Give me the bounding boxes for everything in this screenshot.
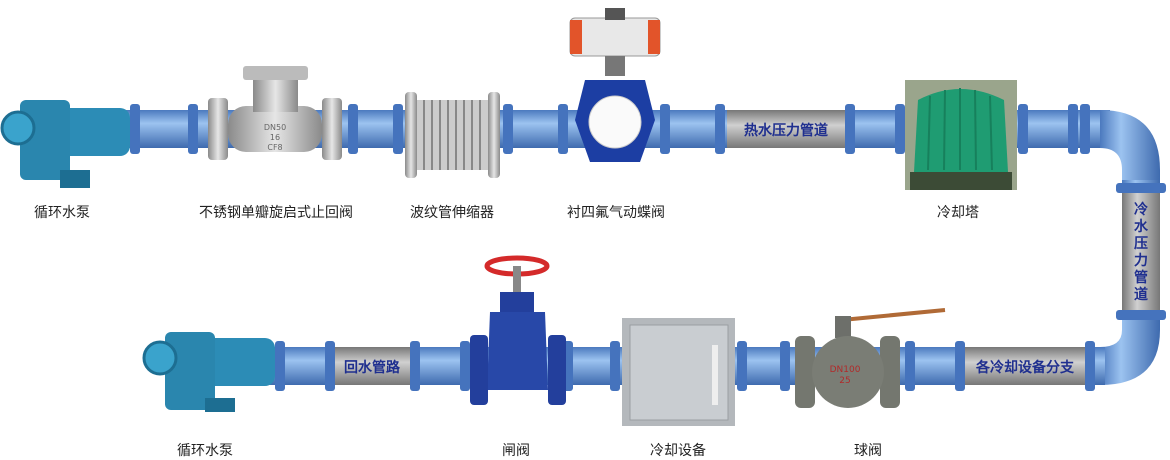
- branch-pipe-band: [965, 347, 1085, 385]
- butterfly-valve-caption: 衬四氟气动蝶阀: [567, 205, 665, 221]
- pneumatic-butterfly-valve-icon: [569, 8, 661, 162]
- ball-valve-icon: DN100 25: [795, 308, 946, 408]
- return-pipe-band: [335, 347, 410, 385]
- gate-valve-icon: [470, 255, 566, 405]
- bellows-caption: 波纹管伸缩器: [410, 205, 494, 221]
- elbow-bottom: [1100, 320, 1160, 385]
- gate-valve-caption: 闸阀: [502, 443, 530, 459]
- cooling-equipment-icon: [622, 318, 735, 426]
- svg-text:16: 16: [270, 133, 280, 142]
- hot-water-pipe-band: [727, 110, 845, 148]
- cooling-tower-icon: [905, 80, 1017, 190]
- svg-text:管: 管: [1134, 269, 1148, 286]
- return-pipe-label: 回水管路: [344, 359, 401, 376]
- bellows-expansion-joint-icon: [405, 92, 500, 178]
- pump-top-caption: 循环水泵: [34, 205, 90, 221]
- pump-bottom-caption: 循环水泵: [177, 443, 233, 459]
- cooling-equipment-caption: 冷却设备: [650, 443, 706, 459]
- svg-text:DN100: DN100: [830, 365, 861, 375]
- cooling-tower-caption: 冷却塔: [937, 205, 979, 221]
- elbow-top: [1100, 110, 1160, 180]
- flanges: [130, 104, 1166, 391]
- check-valve-caption: 不锈钢单瓣旋启式止回阀: [199, 205, 353, 221]
- ball-valve-caption: 球阀: [854, 443, 882, 459]
- svg-text:道: 道: [1134, 286, 1148, 303]
- check-valve-icon: DN50 16 CF8: [208, 66, 342, 160]
- pump-top-icon: [0, 100, 130, 188]
- svg-text:25: 25: [839, 376, 850, 386]
- cold-water-pipe-band: [1122, 193, 1160, 310]
- cold-water-pipe-label: 冷 水 压 力 管 道: [1134, 201, 1149, 303]
- branch-pipe-label: 各冷却设备分支: [975, 359, 1075, 376]
- svg-text:DN50: DN50: [264, 123, 286, 132]
- svg-text:力: 力: [1134, 252, 1148, 269]
- svg-text:压: 压: [1134, 236, 1148, 252]
- svg-text:CF8: CF8: [267, 143, 282, 152]
- svg-text:冷: 冷: [1134, 201, 1148, 218]
- pump-bottom-icon: [142, 332, 275, 412]
- svg-text:水: 水: [1134, 218, 1149, 235]
- hot-water-pipe-label: 热水压力管道: [744, 122, 828, 139]
